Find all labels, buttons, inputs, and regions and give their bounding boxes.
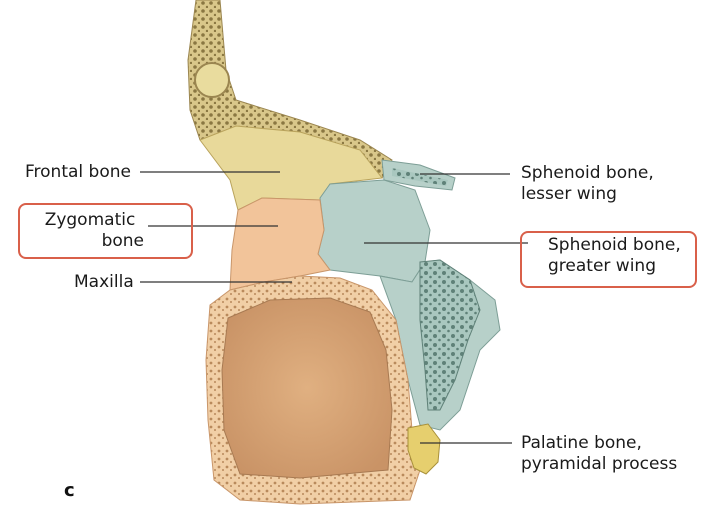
label-sphenoid-lesser-line2: lesser wing <box>521 184 617 204</box>
maxillary-sinus <box>221 297 393 479</box>
zygomatic-highlight-box <box>18 203 193 259</box>
label-sphenoid-greater-wing: Sphenoid bone, greater wing <box>548 235 681 277</box>
lesser-wing-spongy <box>392 168 448 186</box>
zygomatic-bone <box>229 197 331 291</box>
sphenoid-spongy <box>419 259 481 411</box>
label-zygomatic-line2: bone <box>101 231 144 251</box>
label-palatine-line2: pyramidal process <box>521 454 678 474</box>
label-zygomatic-bone: Zygomatic bone <box>30 210 150 252</box>
label-maxilla: Maxilla <box>74 272 134 292</box>
sphenoid-greater-wing <box>317 179 431 283</box>
palatine-pyramidal-process <box>407 423 441 475</box>
label-sphenoid-greater-line2: greater wing <box>548 256 656 276</box>
label-sphenoid-lesser-line1: Sphenoid bone, <box>521 163 654 183</box>
label-sphenoid-greater-line1: Sphenoid bone, <box>548 235 681 255</box>
label-frontal-bone: Frontal bone <box>25 162 131 182</box>
label-zygomatic-line1: Zygomatic <box>44 210 136 230</box>
label-palatine-bone: Palatine bone, pyramidal process <box>521 433 677 475</box>
label-sphenoid-lesser-wing: Sphenoid bone, lesser wing <box>521 163 654 205</box>
panel-letter: c <box>64 480 75 501</box>
sphenoid-greater-highlight-box <box>520 231 697 288</box>
leader-lines <box>140 171 528 444</box>
frontal-sinus <box>194 62 230 98</box>
label-palatine-line1: Palatine bone, <box>521 433 642 453</box>
